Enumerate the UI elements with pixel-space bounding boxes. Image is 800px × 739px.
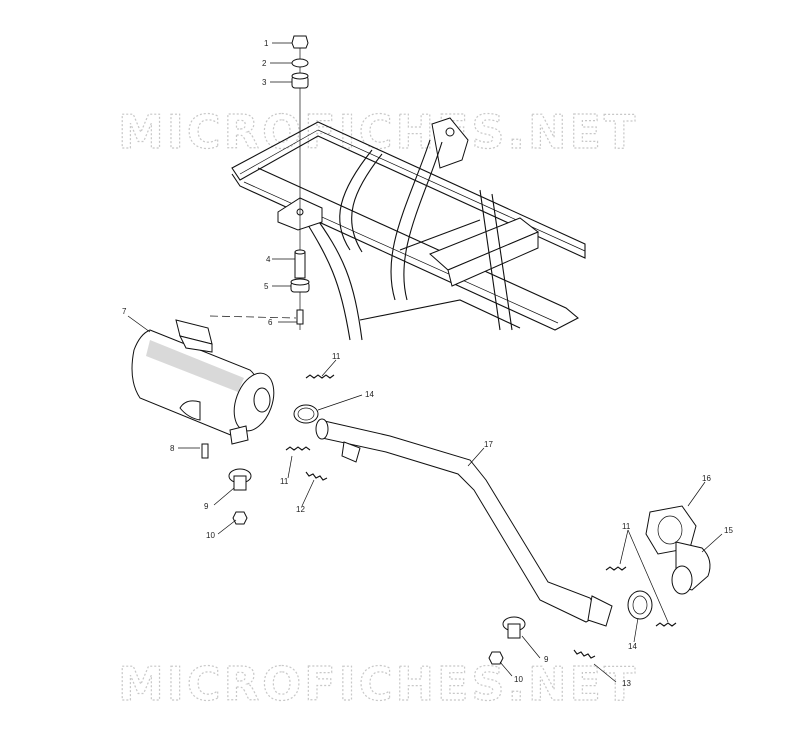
springs — [285, 374, 677, 659]
callout-6: 6 — [268, 318, 273, 327]
callout-8: 8 — [170, 444, 175, 453]
callout-3: 3 — [262, 78, 267, 87]
bolt-part — [296, 309, 304, 325]
callout-11-top: 11 — [332, 352, 341, 361]
callout-10-lower: 10 — [514, 675, 523, 684]
watermark-top: MICROFICHES.NET — [118, 105, 638, 159]
head-pipe — [315, 418, 613, 627]
spacer-part — [294, 251, 306, 279]
leader-lines — [127, 42, 723, 683]
callout-11-mid: 11 — [280, 477, 289, 486]
callout-5: 5 — [264, 282, 269, 291]
callout-16: 16 — [702, 474, 711, 483]
callout-9-lower: 9 — [544, 655, 549, 664]
callout-labels: 1 2 3 4 5 6 7 8 9 9 10 10 11 11 11 12 13… — [122, 39, 733, 688]
exhaust-flange — [645, 505, 711, 595]
callout-1: 1 — [264, 39, 269, 48]
callout-14-upper: 14 — [365, 390, 374, 399]
callout-14-lower: 14 — [628, 642, 637, 651]
callout-17: 17 — [484, 440, 493, 449]
callout-4: 4 — [266, 255, 271, 264]
callout-9-upper: 9 — [204, 502, 209, 511]
muffler — [131, 319, 275, 459]
callout-15: 15 — [724, 526, 733, 535]
watermark-group: MICROFICHES.NET MICROFICHES.NET — [117, 104, 638, 711]
watermark-bottom: MICROFICHES.NET — [118, 657, 638, 711]
nut-part — [291, 35, 309, 49]
washer-part — [291, 58, 309, 68]
mount-hardware — [209, 35, 310, 330]
callout-11-right: 11 — [622, 522, 631, 531]
gasket-muffler — [293, 404, 319, 424]
callout-7: 7 — [122, 307, 127, 316]
callout-12: 12 — [296, 505, 305, 514]
callout-13: 13 — [622, 679, 631, 688]
bumpers — [228, 468, 526, 665]
frame-assembly — [231, 117, 586, 341]
gasket-head — [627, 590, 653, 620]
callout-10-upper: 10 — [206, 531, 215, 540]
callout-2: 2 — [262, 59, 267, 68]
